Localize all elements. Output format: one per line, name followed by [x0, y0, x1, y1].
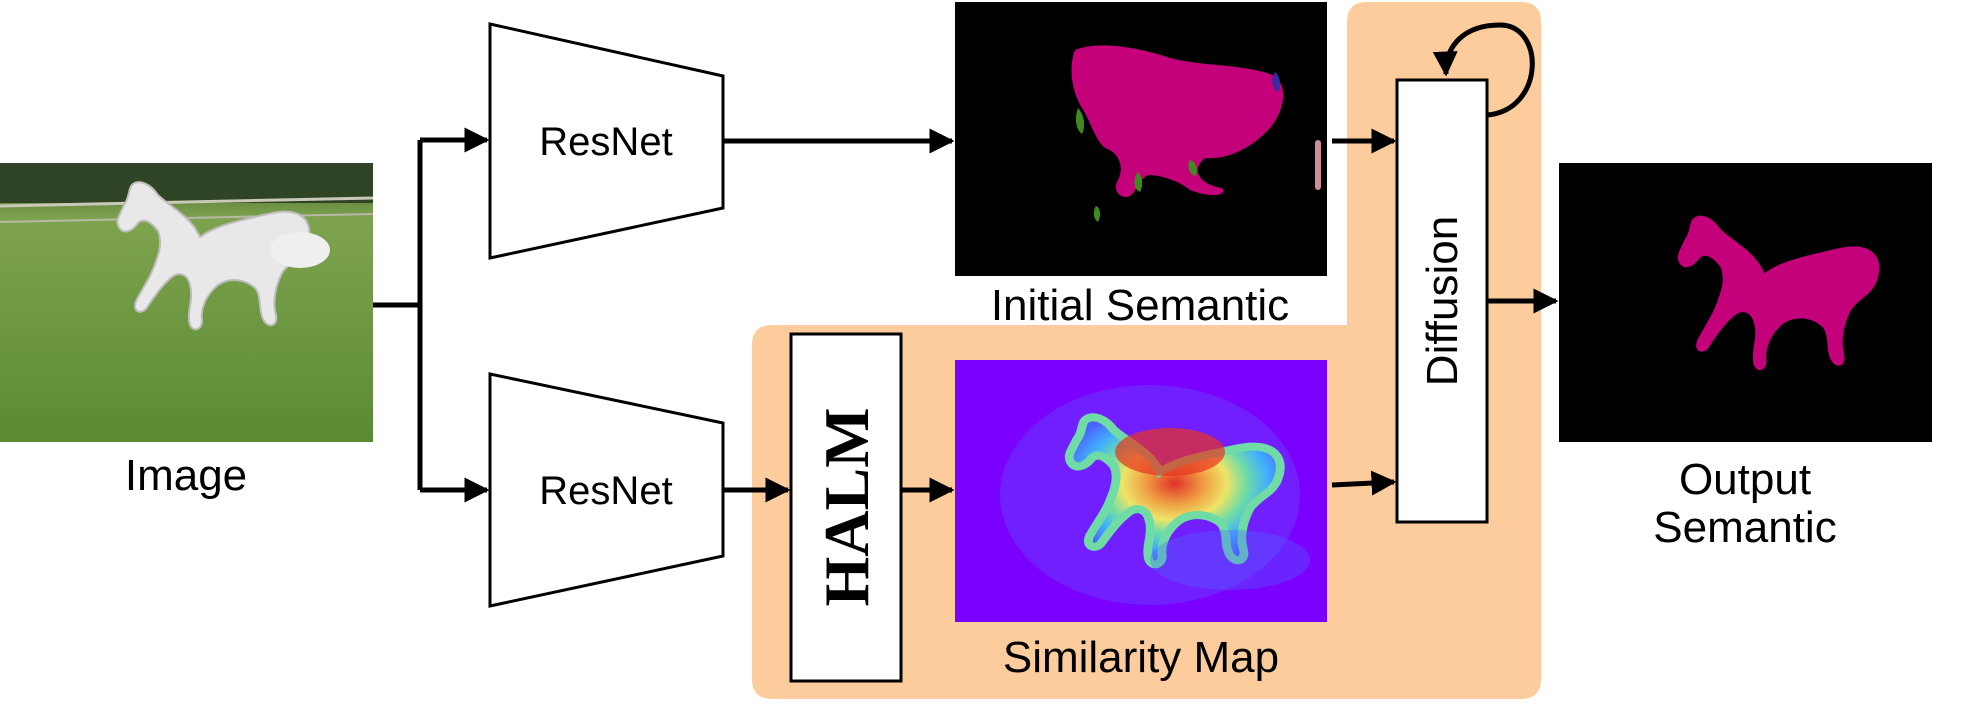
resnet-top-label: ResNet	[539, 120, 672, 164]
similarity-heatmap	[955, 360, 1327, 622]
resnet-bottom-block	[488, 372, 725, 608]
diffusion-loop-arrow	[1432, 22, 1535, 118]
diffusion-block	[1395, 78, 1489, 524]
highlight-region	[752, 2, 1541, 699]
image-label: Image	[125, 451, 247, 500]
input-branch-arrows	[373, 127, 490, 503]
halm-block	[789, 332, 903, 683]
output-label-line2: Semantic	[1653, 503, 1836, 552]
output-semantic-mask	[1559, 163, 1932, 442]
initial-semantic-mask	[955, 2, 1327, 276]
diffusion-label: Diffusion	[1418, 216, 1467, 386]
output-label-line1: Output	[1679, 455, 1811, 504]
halm-label: HALM	[811, 407, 882, 606]
similarity-map-label: Similarity Map	[1003, 633, 1279, 682]
arrow-similarity-to-diffusion	[1331, 470, 1397, 496]
resnet-bottom-label: ResNet	[539, 469, 672, 513]
resnet-top-block	[488, 22, 725, 260]
input-image	[0, 163, 374, 442]
initial-semantic-label: Initial Semantic	[991, 281, 1289, 330]
